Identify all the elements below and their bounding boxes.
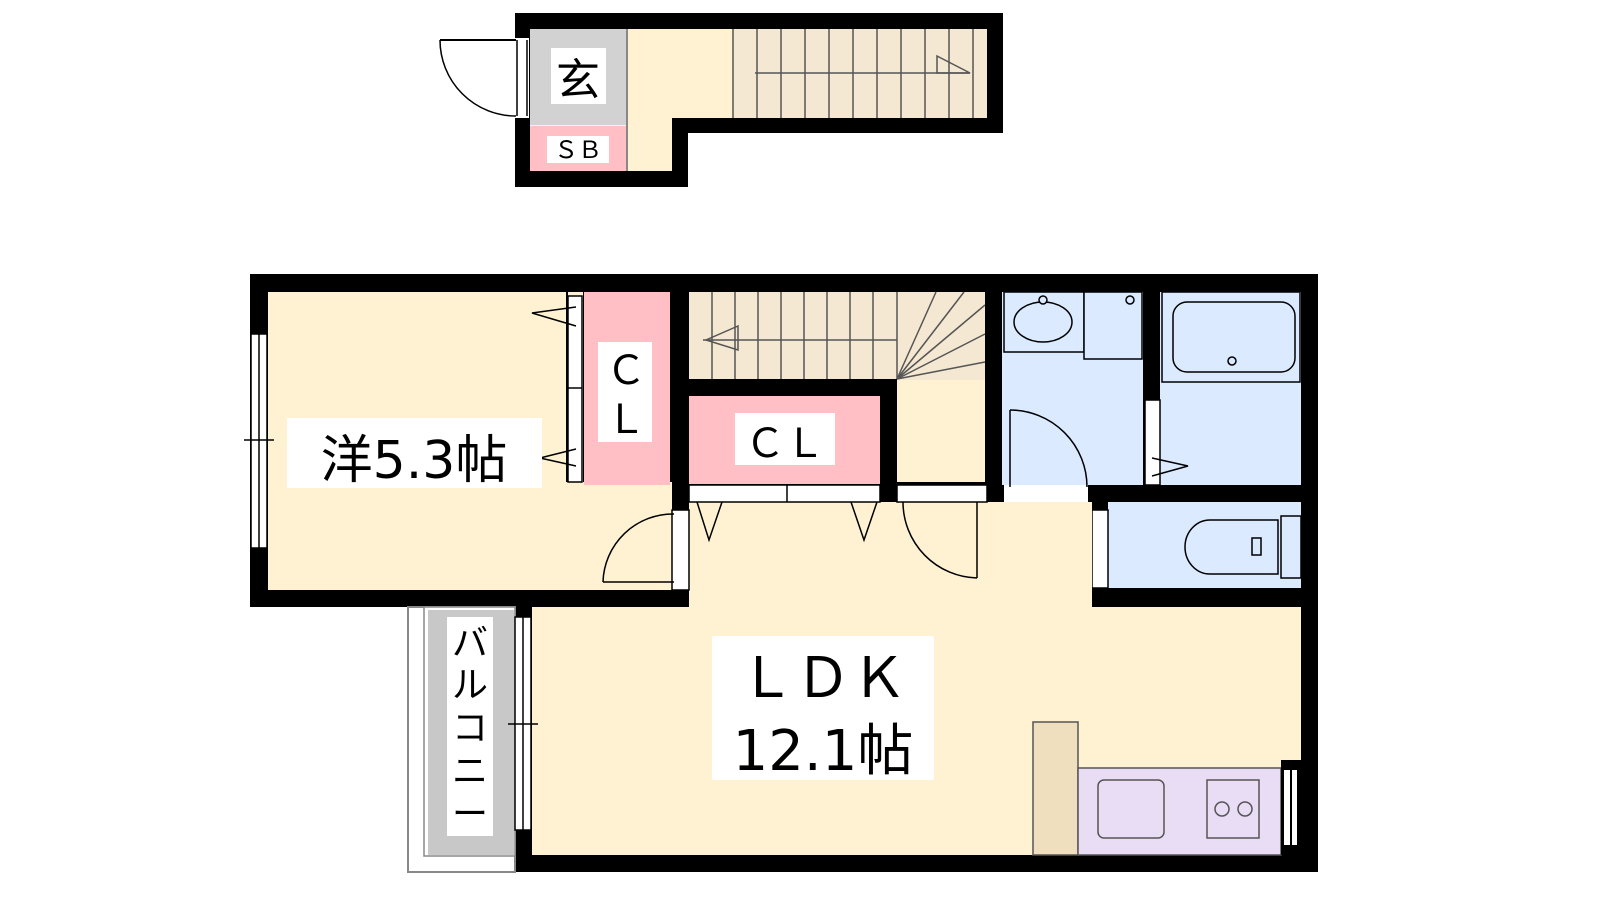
toilet [1184,515,1302,579]
closet-vertical-label-l: Ｌ [606,397,646,443]
stair-landing-door [896,484,988,579]
bathtub [1161,291,1301,383]
balcony-label-4: ニ [452,751,488,792]
closet-horizontal-label: ＣＬ [745,421,825,467]
kitchen-counter [1032,721,1079,856]
burner-left [1214,801,1230,817]
kitchen [1077,767,1282,856]
closet-horizontal-doors [688,484,881,543]
ldk-size-label: 12.1帖 [733,719,914,784]
western-room-window [244,333,274,549]
balcony-label-2: ル [452,665,488,706]
main-level: バ ル コ ニ ー Ｃ Ｌ 洋5.3帖 [244,274,1318,873]
balcony-label-5: ー [452,794,488,835]
genkan-label: 玄 [556,55,600,106]
balcony-label-1: バ [452,623,488,664]
entrance-level: 玄 ＳＢ [439,13,1003,187]
sink [1097,779,1165,839]
closet-vertical-label-c: Ｃ [606,348,646,394]
stairs-upper [732,29,987,118]
western-room-door [602,509,690,591]
stairs-direction-arrow [936,54,971,74]
balcony-window [508,616,538,831]
washbasin [1003,291,1143,360]
shoe-box-label: ＳＢ [554,136,602,164]
closet-vertical-doors [531,295,583,483]
balcony: バ ル コ ニ ー [407,606,516,873]
washroom-door [1004,409,1088,502]
stairs-main [689,291,986,482]
stairs-main-arrow [703,324,739,352]
bathroom-door [1144,399,1189,486]
ldk-label: ＬＤＫ [739,646,907,711]
entrance-door [439,38,529,118]
western-room-label: 洋5.3帖 [321,431,508,491]
balcony-label-3: コ [452,708,488,749]
burner-right [1237,801,1253,817]
